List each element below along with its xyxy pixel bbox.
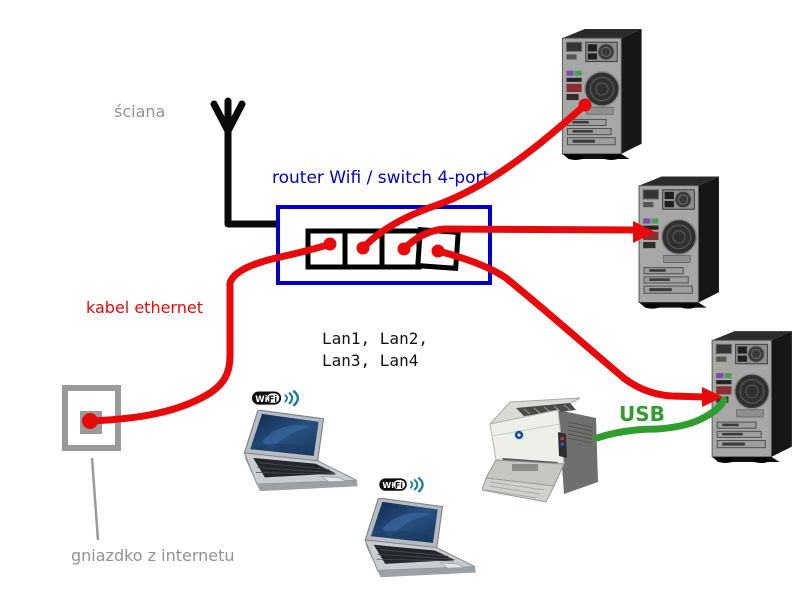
internet-socket [62,385,121,541]
ethernet-cable-label: kabel ethernet [86,298,203,317]
cable-end-port1 [323,237,337,251]
printer [482,397,599,503]
cable-arrow-tower2 [633,221,655,243]
cable-port4-to-tower3 [434,247,708,401]
desktop-tower-2 [638,175,720,310]
lan-ports-label-line2: Lan3, Lan4 [322,351,418,370]
cable-end-socket [82,413,98,429]
laptop-2 [364,498,477,578]
router-switch [276,205,492,285]
cable-port2-to-tower1 [359,101,589,252]
socket-leader-line [90,457,100,541]
wall-label: ściana [114,102,165,121]
cable-end-port2 [356,241,370,255]
cable-socket-to-port1 [86,240,334,425]
wifi-badge-1 [252,390,299,407]
desktop-tower-1 [561,28,643,160]
wifi-badge-2 [379,477,424,493]
cable-end-port3 [397,242,411,256]
cable-arrow-tower3 [702,387,723,407]
cable-end-tower1 [578,98,592,112]
router-title-label: router Wifi / switch 4-port [272,168,490,188]
wall-antenna-icon [210,97,283,228]
lan-ports-label-line1: Lan1, Lan2, [322,329,428,348]
internet-socket-label: gniazdko z internetu [71,546,235,565]
usb-label: USB [619,402,665,426]
laptop-1 [243,410,359,492]
ethernet-cable-ends [82,98,723,429]
cable-end-port4 [431,244,445,258]
usb-cable-printer-to-tower3 [593,396,728,442]
